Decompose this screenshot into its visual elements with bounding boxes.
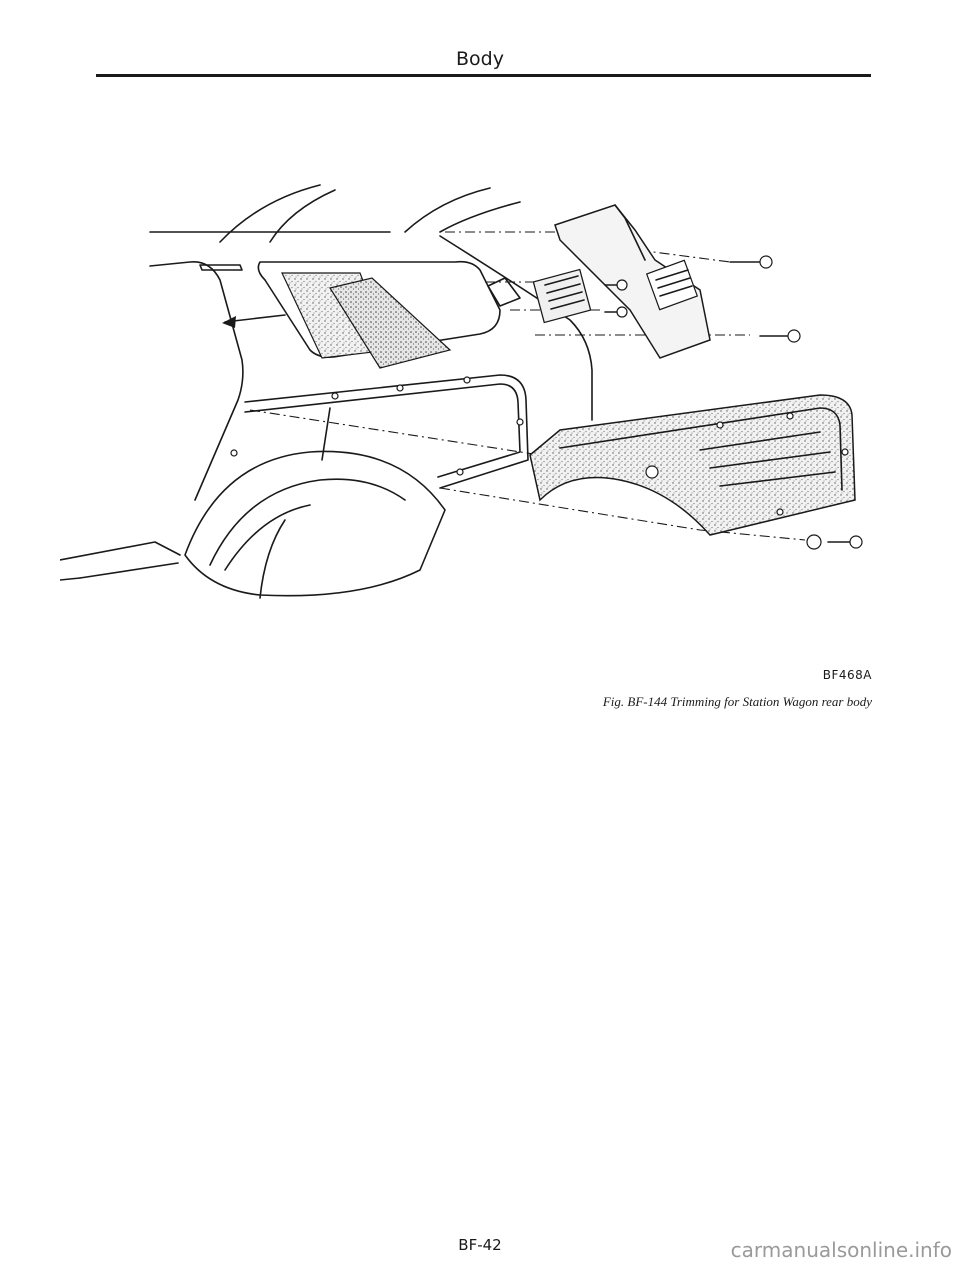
watermark: carmanualsonline.info — [730, 1238, 952, 1262]
rear-body-exploded-drawing — [60, 184, 863, 599]
screw-icon — [729, 255, 863, 550]
page-title: Body — [456, 48, 504, 70]
arrow-left-icon — [222, 316, 236, 328]
page-number: BF-42 — [458, 1236, 502, 1254]
figure-caption: Fig. BF-144 Trimming for Station Wagon r… — [602, 694, 872, 709]
figure-code: BF468A — [822, 668, 872, 682]
header-rule — [96, 74, 871, 77]
clip-icon — [604, 279, 628, 318]
